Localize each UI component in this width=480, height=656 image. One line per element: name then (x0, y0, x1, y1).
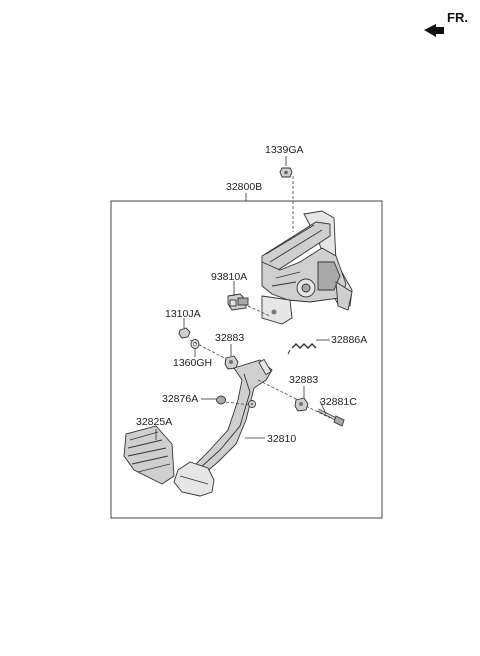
label-93810a: 93810A (211, 271, 247, 283)
leader-32881c (319, 400, 327, 415)
stop-lamp-switch-93810a (227, 293, 249, 311)
pedal-bracket (261, 210, 353, 325)
label-1310ja: 1310JA (165, 308, 201, 320)
label-32881c: 32881C (320, 396, 357, 408)
label-32883-lower: 32883 (289, 374, 318, 386)
dash-lower-axis (257, 379, 303, 403)
label-32883-upper: 32883 (215, 332, 244, 344)
stopper-32876a (216, 395, 226, 405)
bushing-32883-lower (294, 397, 309, 412)
pedal-arm-32810 (189, 358, 273, 475)
nut-1310ja (178, 327, 191, 339)
dash-93810a (247, 305, 271, 317)
direction-label: FR. (447, 10, 468, 25)
bolt-32881c (317, 408, 345, 427)
label-32800b: 32800B (226, 181, 262, 193)
nut-1339ga (279, 167, 293, 178)
dash-upper-axis (189, 339, 233, 363)
label-1360gh: 1360GH (173, 357, 212, 369)
label-32810: 32810 (267, 433, 296, 445)
label-32886a: 32886A (331, 334, 367, 346)
pedal-pad-on-arm (173, 461, 215, 497)
label-1339ga: 1339GA (265, 144, 304, 156)
label-32825a: 32825A (136, 416, 172, 428)
assembly-frame (110, 200, 383, 519)
label-32876a: 32876A (162, 393, 198, 405)
dash-32876a (225, 401, 251, 406)
pedal-pad-32825a (123, 425, 175, 485)
dash-lower-axis-2 (305, 405, 331, 419)
return-spring-32886a (287, 343, 317, 355)
front-arrow-icon (424, 24, 444, 37)
